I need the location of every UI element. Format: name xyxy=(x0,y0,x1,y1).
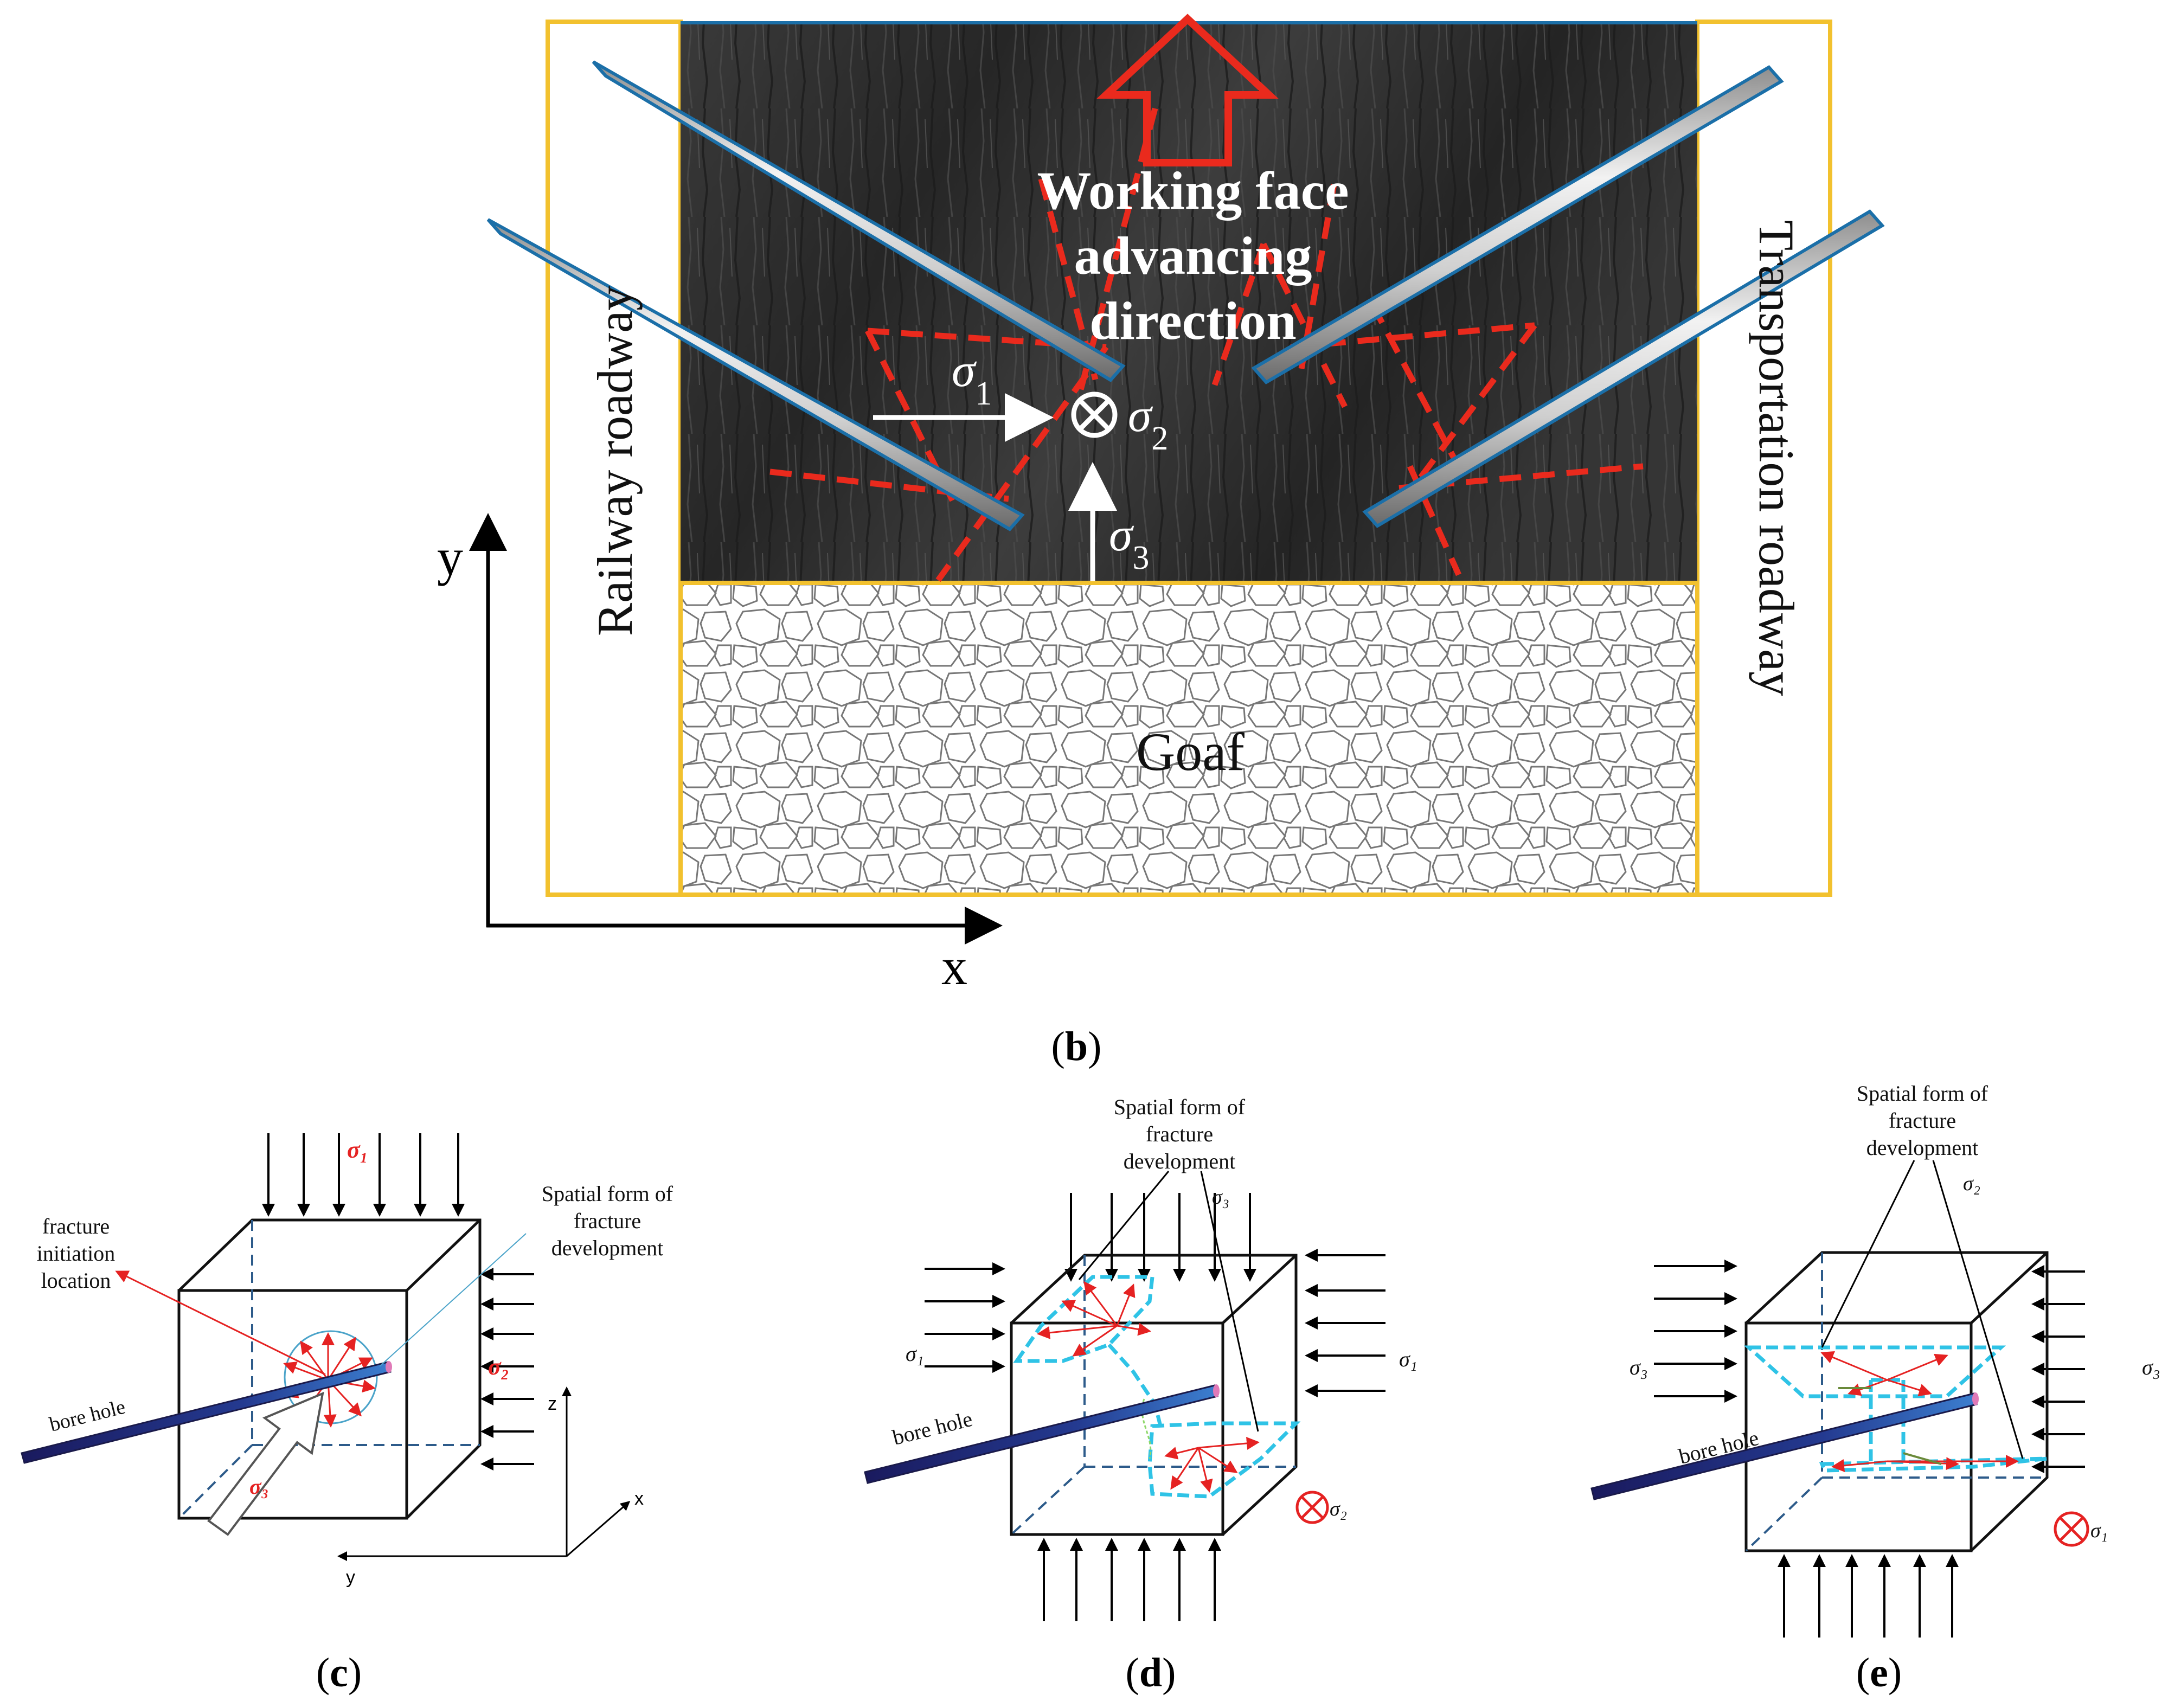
transportation-roadway-label: Transportation roadway xyxy=(1749,220,1804,696)
d-spatial-form-line3: development xyxy=(1124,1149,1236,1173)
d-bottom-stress-arrows xyxy=(1037,1538,1221,1621)
caption-d: (d) xyxy=(1126,1650,1176,1696)
borehole-rod-upper-right xyxy=(1251,65,1784,384)
d-fracture-arrows xyxy=(1037,1281,1260,1493)
d-sigma2-label: σ₂ xyxy=(1330,1498,1347,1520)
working-face-label-line1: Working face xyxy=(1037,160,1349,221)
c-right-stress-arrows xyxy=(480,1268,534,1471)
panel-e: bore hole Spatial form of fracture devel… xyxy=(1590,1081,2160,1696)
d-bore-hole-label: bore hole xyxy=(890,1407,974,1450)
c-spatial-form-line3: development xyxy=(551,1236,664,1260)
e-bore-hole xyxy=(1590,1392,1978,1500)
d-sigma1-left-label: σ₁ xyxy=(906,1341,924,1366)
panel-c: bore hole σ₁ σ₂ σ₃ Spatial form of fract… xyxy=(21,1133,673,1696)
goaf-label: Goaf xyxy=(1136,722,1245,782)
d-left-stress-arrows xyxy=(925,1262,1005,1373)
d-sigma2-out-of-plane-icon xyxy=(1295,1491,1329,1524)
e-sigma2-label: σ₂ xyxy=(1963,1172,1980,1195)
c-axis-y-label: y xyxy=(346,1567,355,1588)
panel-b: σ1 σ2 σ3 Working face advancing directio… xyxy=(437,14,1885,1069)
c-initiation-line3: location xyxy=(41,1268,111,1293)
c-axis-z-label: z xyxy=(548,1394,557,1414)
e-sigma1-label: σ₁ xyxy=(2090,1519,2108,1542)
caption-e: (e) xyxy=(1856,1650,1902,1696)
goaf-area xyxy=(681,583,1697,895)
c-initiation-line1: fracture xyxy=(42,1214,110,1238)
sigma2-out-of-plane-icon xyxy=(1071,391,1118,438)
y-axis-label: y xyxy=(437,528,463,586)
c-sigma3-label: σ₃ xyxy=(249,1474,269,1499)
e-right-stress-arrows xyxy=(2031,1265,2085,1473)
c-top-stress-arrows xyxy=(262,1133,465,1217)
d-top-stress-arrows xyxy=(1064,1193,1256,1282)
railway-roadway-label: Railway roadway xyxy=(587,286,643,636)
c-cube xyxy=(177,1218,482,1520)
d-spatial-form-line2: fracture xyxy=(1146,1122,1213,1146)
e-cube xyxy=(1744,1251,2049,1552)
e-spatial-form-line3: development xyxy=(1866,1135,1979,1160)
sigma2-label: σ2 xyxy=(1128,389,1168,457)
c-initiation-line2: initiation xyxy=(37,1241,115,1266)
e-sigma1-out-of-plane-icon xyxy=(2054,1511,2089,1547)
transportation-roadway-frame xyxy=(1695,20,1832,897)
c-axis-x-label: x xyxy=(634,1488,644,1509)
advance-direction-arrow xyxy=(1096,14,1279,166)
e-bottom-stress-arrows xyxy=(1778,1554,1959,1638)
x-axis-label: x xyxy=(941,938,967,996)
c-sigma1-label: σ₁ xyxy=(347,1136,368,1163)
caption-b: (b) xyxy=(1051,1024,1102,1069)
e-sigma3-left-label: σ₃ xyxy=(1630,1355,1648,1379)
e-spatial-form-line1: Spatial form of xyxy=(1857,1081,1988,1106)
borehole-rod-upper-left xyxy=(592,60,1126,382)
c-spatial-form-line2: fracture xyxy=(574,1209,641,1233)
e-fracture-arrows xyxy=(1820,1351,2019,1472)
d-cube xyxy=(1010,1254,1298,1536)
sigma3-label: σ3 xyxy=(1109,509,1149,576)
working-face-label-line3: direction xyxy=(1089,291,1296,351)
c-sigma2-label: σ₂ xyxy=(488,1353,509,1380)
e-left-stress-arrows xyxy=(1654,1260,1737,1403)
d-right-stress-arrows xyxy=(1305,1249,1385,1397)
e-spatial-form-line2: fracture xyxy=(1889,1108,1956,1133)
c-spatial-form-line1: Spatial form of xyxy=(542,1182,673,1206)
railway-roadway-frame xyxy=(546,20,683,897)
e-sigma3-right-label: σ₃ xyxy=(2142,1355,2160,1379)
d-sigma3-label: σ₃ xyxy=(1212,1186,1229,1209)
borehole-rod-lower-right xyxy=(1362,209,1885,528)
borehole-rods xyxy=(486,60,1885,531)
e-fracture-planes xyxy=(1743,1345,2048,1473)
working-face-label-line2: advancing xyxy=(1074,226,1312,286)
borehole-rod-lower-left xyxy=(486,218,1025,531)
d-sigma1-right-label: σ₁ xyxy=(1399,1347,1417,1371)
c-sigma3-arrow xyxy=(207,1391,324,1536)
c-axes xyxy=(337,1386,631,1561)
caption-c: (c) xyxy=(316,1650,362,1696)
d-spatial-form-line1: Spatial form of xyxy=(1114,1095,1246,1119)
d-fracture-planes xyxy=(1013,1275,1301,1499)
sigma1-label: σ1 xyxy=(952,344,992,412)
panel-d: bore hole Spatial form of fracture devel… xyxy=(864,1095,1417,1696)
